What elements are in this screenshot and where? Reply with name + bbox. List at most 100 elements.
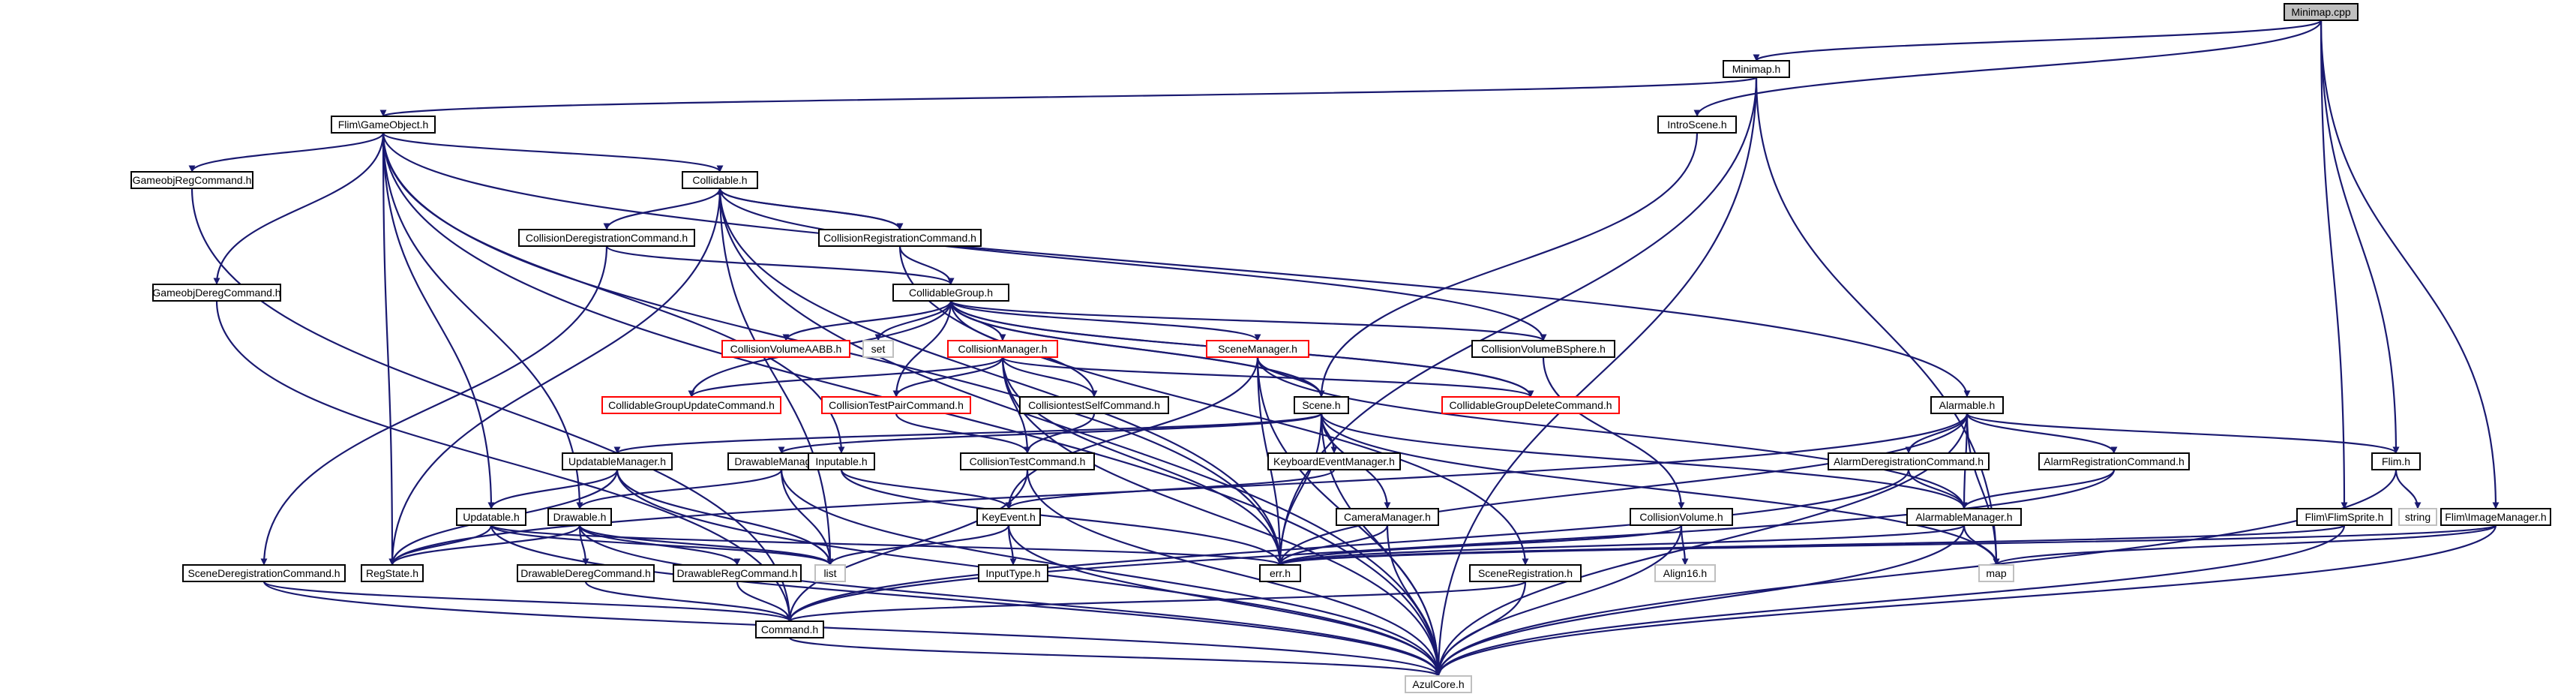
node-scenemanager-h[interactable]: SceneManager.h — [1206, 340, 1309, 358]
edge-drawable-h-to-azulcore-h — [578, 524, 1442, 677]
node-cameramanager-h[interactable]: CameraManager.h — [1336, 508, 1439, 526]
node-alarmablemanager-h[interactable]: AlarmableManager.h — [1906, 508, 2022, 526]
node-flimsprite-h[interactable]: Flim\FlimSprite.h — [2296, 508, 2392, 526]
node-alarmregistrationcommand-h[interactable]: AlarmRegistrationCommand.h — [2038, 452, 2190, 470]
node-inputable-h[interactable]: Inputable.h — [808, 452, 875, 470]
node-command-h[interactable]: Command.h — [755, 620, 824, 638]
node-introscene-h[interactable]: IntroScene.h — [1657, 116, 1737, 134]
node-box — [2296, 508, 2392, 526]
edge-drawablemanager-h-to-drawable-h — [576, 469, 783, 509]
edge-collidablegroup-h-to-collisionvolumebsphere-h — [949, 299, 1547, 342]
node-collidablegroup-h[interactable]: CollidableGroup.h — [892, 284, 1009, 302]
node-alarmderegistrationcommand-h[interactable]: AlarmDeregistrationCommand.h — [1828, 452, 1990, 470]
node-box — [1267, 452, 1401, 470]
edge-collisionmanager-h-to-collidablegroupdeletecommand-h — [1001, 356, 1534, 398]
edge-updatablemanager-h-to-updatable-h — [487, 469, 619, 509]
node-drawablederegcommand-h[interactable]: DrawableDeregCommand.h — [517, 564, 655, 582]
node-gameobjregcommand-h[interactable]: GameobjRegCommand.h — [130, 171, 253, 189]
node-collisiontestcommand-h[interactable]: CollisionTestCommand.h — [960, 452, 1095, 470]
node-collisionregistrationcommand-h[interactable]: CollisionRegistrationCommand.h — [818, 229, 982, 247]
node-collisiontestselfcommand-h[interactable]: CollisiontestSelfCommand.h — [1019, 396, 1169, 414]
node-gameobjderegcommand-h[interactable]: GameobjDeregCommand.h — [152, 284, 281, 302]
node-label: CollisionManager.h — [958, 343, 1047, 355]
node-box — [601, 396, 781, 414]
node-label: Alarmable.h — [1939, 399, 1996, 411]
node-box — [1336, 508, 1439, 526]
edge-minimap-cpp-to-flimimagemanager-h — [2320, 20, 2500, 509]
node-box — [1906, 508, 2022, 526]
node-collidablegroupupdatecommand-h[interactable]: CollidableGroupUpdateCommand.h — [601, 396, 781, 414]
node-flimimagemanager-h[interactable]: Flim\ImageManager.h — [2440, 508, 2551, 526]
node-box — [518, 229, 695, 247]
edge-scene-h-to-err-h — [1276, 413, 1323, 566]
node-align16-h[interactable]: Align16.h — [1654, 564, 1716, 582]
node-label: CollisionTestPairCommand.h — [829, 399, 964, 411]
node-box — [947, 340, 1058, 358]
node-scene-h[interactable]: Scene.h — [1294, 396, 1349, 414]
node-collidable-h[interactable]: Collidable.h — [682, 171, 758, 189]
edge-collisiontestcommand-h-to-azulcore-h — [1026, 469, 1442, 677]
edge-collisionregistrationcommand-h-to-collidable-h — [716, 188, 901, 230]
node-box — [862, 340, 894, 358]
node-keyevent-h[interactable]: KeyEvent.h — [976, 508, 1041, 526]
node-flim-h[interactable]: Flim.h — [2371, 452, 2421, 470]
node-set[interactable]: set — [862, 340, 894, 358]
edge-collisionmanager-h-to-err-h — [1001, 356, 1284, 566]
node-collisionderegistrationcommand-h[interactable]: CollisionDeregistrationCommand.h — [518, 229, 695, 247]
edge-scenederegistrationcommand-h-to-azulcore-h — [262, 581, 1442, 677]
edge-alarmable-h-to-err-h — [1276, 413, 1969, 566]
edge-alarmable-h-to-map — [1966, 413, 2000, 566]
node-keyboardeventmanager-h[interactable]: KeyboardEventManager.h — [1267, 452, 1401, 470]
node-scenederegistrationcommand-h[interactable]: SceneDeregistrationCommand.h — [182, 564, 346, 582]
edge-updatable-h-to-azulcore-h — [490, 524, 1442, 677]
node-box — [1471, 340, 1615, 358]
node-label: CollidableGroupDeleteCommand.h — [1449, 399, 1612, 411]
node-collisionvolume-h[interactable]: CollisionVolume.h — [1630, 508, 1733, 526]
node-box — [1441, 396, 1620, 414]
node-drawable-h[interactable]: Drawable.h — [547, 508, 612, 526]
edge-collidablegroup-h-to-scenemanager-h — [949, 300, 1261, 341]
node-label: RegState.h — [366, 567, 418, 579]
node-drawableregcommand-h[interactable]: DrawableRegCommand.h — [673, 564, 802, 582]
node-collisionmanager-h[interactable]: CollisionManager.h — [947, 340, 1058, 358]
node-string[interactable]: string — [2398, 508, 2437, 526]
node-box — [2440, 508, 2551, 526]
node-box — [721, 340, 850, 358]
edge-collisionregistrationcommand-h-to-collidablegroup-h — [898, 245, 955, 285]
node-err-h[interactable]: err.h — [1259, 564, 1301, 582]
node-minimap-h[interactable]: Minimap.h — [1723, 60, 1790, 78]
edge-collisionmanager-h-to-azulcore-h — [1001, 356, 1442, 677]
node-box — [1469, 564, 1582, 582]
node-box — [1630, 508, 1733, 526]
node-regstate-h[interactable]: RegState.h — [361, 564, 424, 582]
node-list[interactable]: list — [814, 564, 846, 582]
node-box — [1259, 564, 1301, 582]
node-label: GameobjDeregCommand.h — [152, 287, 280, 299]
edge-minimap-h-to-gameobject-h — [380, 76, 1758, 118]
node-label: Drawable.h — [553, 511, 607, 523]
node-collisionvolumebsphere-h[interactable]: CollisionVolumeBSphere.h — [1471, 340, 1615, 358]
node-collidablegroupdeletecommand-h[interactable]: CollidableGroupDeleteCommand.h — [1441, 396, 1620, 414]
node-alarmable-h[interactable]: Alarmable.h — [1930, 396, 2004, 414]
node-label: SceneManager.h — [1218, 343, 1297, 355]
edge-updatable-h-to-regstate-h — [388, 524, 493, 566]
node-minimap-cpp[interactable]: Minimap.cpp — [2284, 3, 2359, 21]
node-azulcore-h[interactable]: AzulCore.h — [1405, 675, 1472, 693]
node-collisionvolumeaabb-h[interactable]: CollisionVolumeAABB.h — [721, 340, 850, 358]
node-label: err.h — [1270, 567, 1291, 579]
node-collisiontestpaircommand-h[interactable]: CollisionTestPairCommand.h — [821, 396, 971, 414]
node-label: DrawableRegCommand.h — [676, 567, 797, 579]
node-updatablemanager-h[interactable]: UpdatableManager.h — [562, 452, 673, 470]
node-updatable-h[interactable]: Updatable.h — [456, 508, 526, 526]
edge-collisionmanager-h-to-collisiontestpaircommand-h — [892, 356, 1004, 398]
node-inputtype-h[interactable]: InputType.h — [978, 564, 1048, 582]
node-label: AlarmableManager.h — [1915, 511, 2012, 523]
node-box — [2038, 452, 2190, 470]
edge-inputable-h-to-keyevent-h — [840, 469, 1012, 509]
node-map[interactable]: map — [1978, 564, 2014, 582]
edge-collidable-h-to-collisionvolumebsphere-h — [718, 188, 1547, 341]
node-sceneregistration-h[interactable]: SceneRegistration.h — [1469, 564, 1582, 582]
node-gameobject-h[interactable]: Flim\GameObject.h — [331, 116, 436, 134]
node-label: CollisionVolume.h — [1639, 511, 1723, 523]
edge-scene-h-to-alarmablemanager-h — [1320, 413, 1968, 509]
